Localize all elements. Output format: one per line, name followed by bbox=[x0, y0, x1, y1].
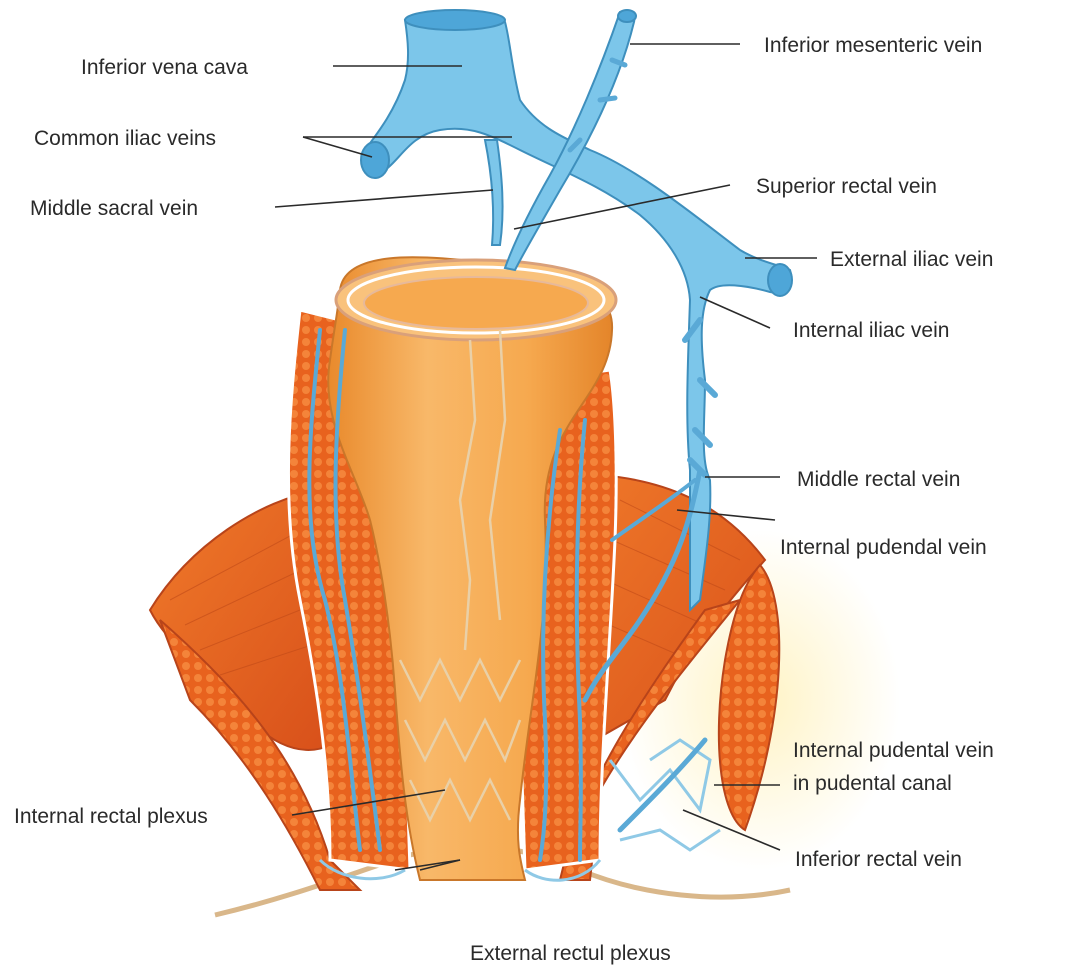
label-internal-pudendal-vein: Internal pudendal vein bbox=[780, 536, 987, 559]
label-internal-pudental-vein-canal-line2: in pudental canal bbox=[793, 772, 952, 795]
label-inferior-vena-cava: Inferior vena cava bbox=[81, 56, 248, 79]
label-external-rectul-plexus: External rectul plexus bbox=[470, 942, 671, 965]
mesenteric-opening bbox=[618, 10, 636, 22]
middle-sacral-vein bbox=[485, 140, 503, 245]
label-middle-sacral-vein: Middle sacral vein bbox=[30, 197, 198, 220]
label-middle-rectal-vein: Middle rectal vein bbox=[797, 468, 960, 491]
label-internal-rectal-plexus: Internal rectal plexus bbox=[14, 805, 208, 828]
label-common-iliac-veins: Common iliac veins bbox=[34, 127, 216, 150]
label-internal-iliac-vein: Internal iliac vein bbox=[793, 319, 949, 342]
external-iliac-opening bbox=[768, 264, 792, 296]
label-inferior-mesenteric-vein: Inferior mesenteric vein bbox=[764, 34, 982, 57]
label-internal-pudental-vein-canal-line1: Internal pudental vein bbox=[793, 739, 994, 762]
label-superior-rectal-vein: Superior rectal vein bbox=[756, 175, 937, 198]
vena-cava-opening bbox=[405, 10, 505, 30]
label-inferior-rectal-vein: Inferior rectal vein bbox=[795, 848, 962, 871]
rectum-cut-ring-inner bbox=[364, 277, 588, 329]
common-iliac-opening bbox=[361, 142, 389, 178]
label-external-iliac-vein: External iliac vein bbox=[830, 248, 993, 271]
